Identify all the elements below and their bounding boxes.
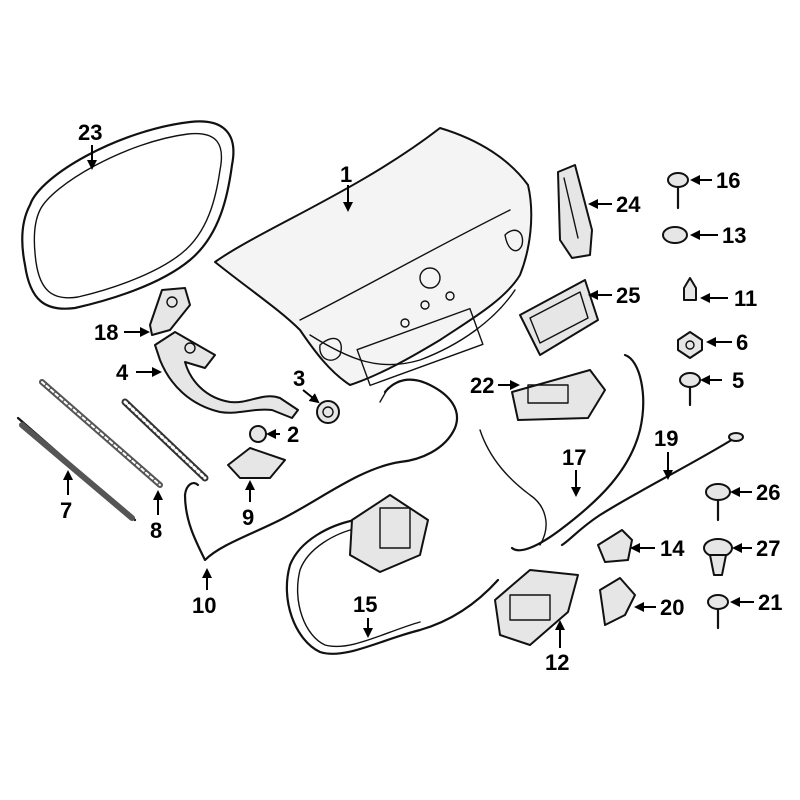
part-15-release-cable [285, 518, 500, 655]
part-9-striker-bracket [227, 447, 286, 479]
part-12-latch [494, 569, 579, 646]
callout-27: 27 [756, 536, 780, 561]
part-16-bolt [667, 172, 689, 210]
part-18-bracket [149, 287, 191, 336]
callout-22: 22 [470, 373, 494, 398]
part-6-nut [677, 331, 703, 359]
callout-21: 21 [758, 590, 782, 615]
part-10-harness [183, 378, 458, 562]
callout-6: 6 [736, 330, 748, 355]
callout-23: 23 [78, 120, 102, 145]
callout-1: 1 [340, 162, 352, 187]
callout-18: 18 [94, 320, 118, 345]
part-26-bolt [705, 483, 731, 522]
part-14-clip [597, 529, 633, 563]
callout-24: 24 [616, 192, 641, 217]
part-20-bracket [599, 577, 636, 626]
callout-17: 17 [562, 445, 586, 470]
part-8-gas-strut [39, 379, 163, 488]
wire-19 [560, 432, 744, 547]
part-11-stud [683, 277, 697, 301]
part-27-clip [703, 538, 733, 576]
part-1-trunk-lid [214, 127, 533, 387]
callout-15: 15 [353, 592, 377, 617]
callout-14: 14 [660, 536, 685, 561]
callout-8: 8 [150, 518, 162, 543]
callout-4: 4 [116, 360, 129, 385]
callout-10: 10 [192, 593, 216, 618]
part-7-gas-strut [16, 416, 137, 522]
callout-19: 19 [654, 426, 678, 451]
part-25-lamp-housing [519, 279, 599, 356]
part-23-weatherstrip [21, 120, 235, 310]
callout-12: 12 [545, 650, 569, 675]
part-21-bolt [707, 594, 729, 630]
callout-20: 20 [660, 595, 684, 620]
actuator [349, 494, 429, 573]
part-4-hinge [154, 331, 299, 419]
callout-2: 2 [287, 422, 299, 447]
callout-3: 3 [293, 366, 305, 391]
callout-16: 16 [716, 168, 740, 193]
callout-7: 7 [60, 498, 72, 523]
callout-25: 25 [616, 283, 640, 308]
callout-9: 9 [242, 505, 254, 530]
callout-13: 13 [722, 223, 746, 248]
callout-26: 26 [756, 480, 780, 505]
callout-5: 5 [732, 368, 744, 393]
spring [121, 398, 209, 482]
wire-harness-17 [479, 353, 645, 552]
part-13-nut [662, 226, 688, 244]
leaders [63, 145, 754, 648]
part-24-trim-strip [557, 164, 593, 259]
part-5-bolt [679, 372, 701, 407]
part-2-bump-stop [249, 425, 267, 443]
part-22-lamp [511, 369, 606, 421]
callout-labels: 1 2 3 4 5 6 7 8 9 10 11 12 13 14 15 16 1… [60, 120, 782, 675]
callout-11: 11 [734, 286, 757, 311]
part-3-lock-cylinder [316, 400, 340, 424]
